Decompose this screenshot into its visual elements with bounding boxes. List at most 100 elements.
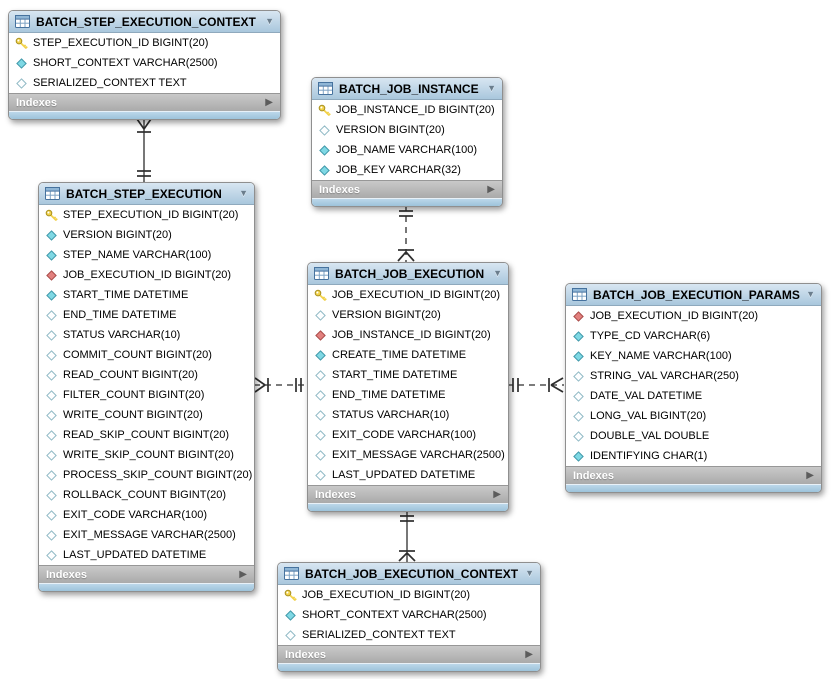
- collapse-caret-icon[interactable]: ▼: [265, 16, 274, 26]
- column-commit-count[interactable]: COMMIT_COUNT BIGINT(20): [39, 345, 254, 365]
- column-long-val[interactable]: LONG_VAL BIGINT(20): [566, 406, 821, 426]
- column-version[interactable]: VERSION BIGINT(20): [308, 305, 508, 325]
- column-write-count[interactable]: WRITE_COUNT BIGINT(20): [39, 405, 254, 425]
- collapse-caret-icon[interactable]: ▼: [239, 188, 248, 198]
- column-string-val[interactable]: STRING_VAL VARCHAR(250): [566, 366, 821, 386]
- relationship-job-execution-to-job-execution-params[interactable]: [507, 377, 564, 393]
- indexes-bar[interactable]: Indexes ▶: [566, 466, 821, 484]
- expand-arrow-icon[interactable]: ▶: [487, 183, 495, 195]
- column-start-time[interactable]: START_TIME DATETIME: [39, 285, 254, 305]
- column-serialized-context[interactable]: SERIALIZED_CONTEXT TEXT: [278, 625, 540, 645]
- table-header[interactable]: BATCH_STEP_EXECUTION_CONTEXT ▼: [9, 11, 280, 33]
- expand-arrow-icon[interactable]: ▶: [493, 488, 501, 500]
- column-status[interactable]: STATUS VARCHAR(10): [39, 325, 254, 345]
- table-batch-job-execution: BATCH_JOB_EXECUTION ▼ JOB_EXECUTION_ID B…: [307, 262, 509, 512]
- not-null-column-icon: [44, 289, 58, 301]
- collapse-caret-icon[interactable]: ▼: [487, 83, 496, 93]
- column-label: TYPE_CD VARCHAR(6): [590, 330, 711, 342]
- collapse-caret-icon[interactable]: ▼: [806, 289, 815, 299]
- column-job-execution-id[interactable]: JOB_EXECUTION_ID BIGINT(20): [278, 585, 540, 605]
- column-end-time[interactable]: END_TIME DATETIME: [39, 305, 254, 325]
- nullable-column-icon: [44, 529, 58, 541]
- collapse-caret-icon[interactable]: ▼: [493, 268, 502, 278]
- column-job-execution-id[interactable]: JOB_EXECUTION_ID BIGINT(20): [39, 265, 254, 285]
- column-double-val[interactable]: DOUBLE_VAL DOUBLE: [566, 426, 821, 446]
- column-rollback-count[interactable]: ROLLBACK_COUNT BIGINT(20): [39, 485, 254, 505]
- column-last-updated[interactable]: LAST_UPDATED DATETIME: [39, 545, 254, 565]
- column-last-updated[interactable]: LAST_UPDATED DATETIME: [308, 465, 508, 485]
- collapse-caret-icon[interactable]: ▼: [525, 568, 534, 578]
- table-header[interactable]: BATCH_JOB_EXECUTION_CONTEXT ▼: [278, 563, 540, 585]
- table-header[interactable]: BATCH_STEP_EXECUTION ▼: [39, 183, 254, 205]
- nullable-column-icon: [317, 124, 331, 136]
- column-label: DATE_VAL DATETIME: [590, 390, 703, 402]
- column-exit-message[interactable]: EXIT_MESSAGE VARCHAR(2500): [308, 445, 508, 465]
- column-exit-message[interactable]: EXIT_MESSAGE VARCHAR(2500): [39, 525, 254, 545]
- indexes-bar[interactable]: Indexes ▶: [312, 180, 502, 198]
- relationship-job-execution-to-job-execution-context[interactable]: [398, 510, 416, 562]
- column-read-skip-count[interactable]: READ_SKIP_COUNT BIGINT(20): [39, 425, 254, 445]
- table-icon: [45, 187, 60, 200]
- column-label: EXIT_CODE VARCHAR(100): [63, 509, 208, 521]
- column-version[interactable]: VERSION BIGINT(20): [39, 225, 254, 245]
- column-label: VERSION BIGINT(20): [63, 229, 172, 241]
- table-header[interactable]: BATCH_JOB_EXECUTION_PARAMS ▼: [566, 284, 821, 306]
- column-label: STEP_EXECUTION_ID BIGINT(20): [33, 37, 209, 49]
- column-process-skip-count[interactable]: PROCESS_SKIP_COUNT BIGINT(20): [39, 465, 254, 485]
- indexes-bar[interactable]: Indexes ▶: [278, 645, 540, 663]
- column-read-count[interactable]: READ_COUNT BIGINT(20): [39, 365, 254, 385]
- column-status[interactable]: STATUS VARCHAR(10): [308, 405, 508, 425]
- column-label: VERSION BIGINT(20): [336, 124, 445, 136]
- expand-arrow-icon[interactable]: ▶: [239, 568, 247, 580]
- column-job-name[interactable]: JOB_NAME VARCHAR(100): [312, 140, 502, 160]
- relationship-step-execution-to-job-execution[interactable]: [254, 377, 307, 393]
- column-label: JOB_NAME VARCHAR(100): [336, 144, 477, 156]
- table-header[interactable]: BATCH_JOB_EXECUTION ▼: [308, 263, 508, 285]
- nullable-column-icon: [313, 309, 327, 321]
- table-title: BATCH_JOB_INSTANCE: [339, 81, 479, 96]
- column-identifying[interactable]: IDENTIFYING CHAR(1): [566, 446, 821, 466]
- table-header[interactable]: BATCH_JOB_INSTANCE ▼: [312, 78, 502, 100]
- column-short-context[interactable]: SHORT_CONTEXT VARCHAR(2500): [9, 53, 280, 73]
- relationship-job-instance-to-job-execution[interactable]: [397, 205, 415, 262]
- column-key-name[interactable]: KEY_NAME VARCHAR(100): [566, 346, 821, 366]
- indexes-bar[interactable]: Indexes ▶: [39, 565, 254, 583]
- column-write-skip-count[interactable]: WRITE_SKIP_COUNT BIGINT(20): [39, 445, 254, 465]
- column-job-instance-id[interactable]: JOB_INSTANCE_ID BIGINT(20): [312, 100, 502, 120]
- column-step-name[interactable]: STEP_NAME VARCHAR(100): [39, 245, 254, 265]
- column-step-execution-id[interactable]: STEP_EXECUTION_ID BIGINT(20): [39, 205, 254, 225]
- indexes-bar[interactable]: Indexes ▶: [9, 93, 280, 111]
- expand-arrow-icon[interactable]: ▶: [525, 648, 533, 660]
- expand-arrow-icon[interactable]: ▶: [806, 469, 814, 481]
- table-columns: STEP_EXECUTION_ID BIGINT(20) VERSION BIG…: [39, 205, 254, 565]
- column-start-time[interactable]: START_TIME DATETIME: [308, 365, 508, 385]
- column-filter-count[interactable]: FILTER_COUNT BIGINT(20): [39, 385, 254, 405]
- column-label: SHORT_CONTEXT VARCHAR(2500): [302, 609, 487, 621]
- column-label: ROLLBACK_COUNT BIGINT(20): [63, 489, 227, 501]
- column-job-key[interactable]: JOB_KEY VARCHAR(32): [312, 160, 502, 180]
- column-label: LAST_UPDATED DATETIME: [63, 549, 207, 561]
- indexes-label: Indexes: [285, 648, 326, 661]
- column-type-cd[interactable]: TYPE_CD VARCHAR(6): [566, 326, 821, 346]
- column-step-execution-id[interactable]: STEP_EXECUTION_ID BIGINT(20): [9, 33, 280, 53]
- column-short-context[interactable]: SHORT_CONTEXT VARCHAR(2500): [278, 605, 540, 625]
- relationship-step-context-to-step-execution[interactable]: [136, 118, 152, 182]
- column-create-time[interactable]: CREATE_TIME DATETIME: [308, 345, 508, 365]
- column-exit-code[interactable]: EXIT_CODE VARCHAR(100): [39, 505, 254, 525]
- column-end-time[interactable]: END_TIME DATETIME: [308, 385, 508, 405]
- column-exit-code[interactable]: EXIT_CODE VARCHAR(100): [308, 425, 508, 445]
- column-label: LONG_VAL BIGINT(20): [590, 410, 707, 422]
- expand-arrow-icon[interactable]: ▶: [265, 96, 273, 108]
- column-job-instance-id[interactable]: JOB_INSTANCE_ID BIGINT(20): [308, 325, 508, 345]
- column-job-execution-id[interactable]: JOB_EXECUTION_ID BIGINT(20): [566, 306, 821, 326]
- column-serialized-context[interactable]: SERIALIZED_CONTEXT TEXT: [9, 73, 280, 93]
- indexes-bar[interactable]: Indexes ▶: [308, 485, 508, 503]
- primary-key-icon: [283, 589, 297, 602]
- column-job-execution-id[interactable]: JOB_EXECUTION_ID BIGINT(20): [308, 285, 508, 305]
- nullable-column-icon: [44, 349, 58, 361]
- not-null-column-icon: [313, 349, 327, 361]
- column-date-val[interactable]: DATE_VAL DATETIME: [566, 386, 821, 406]
- column-label: END_TIME DATETIME: [63, 309, 177, 321]
- column-version[interactable]: VERSION BIGINT(20): [312, 120, 502, 140]
